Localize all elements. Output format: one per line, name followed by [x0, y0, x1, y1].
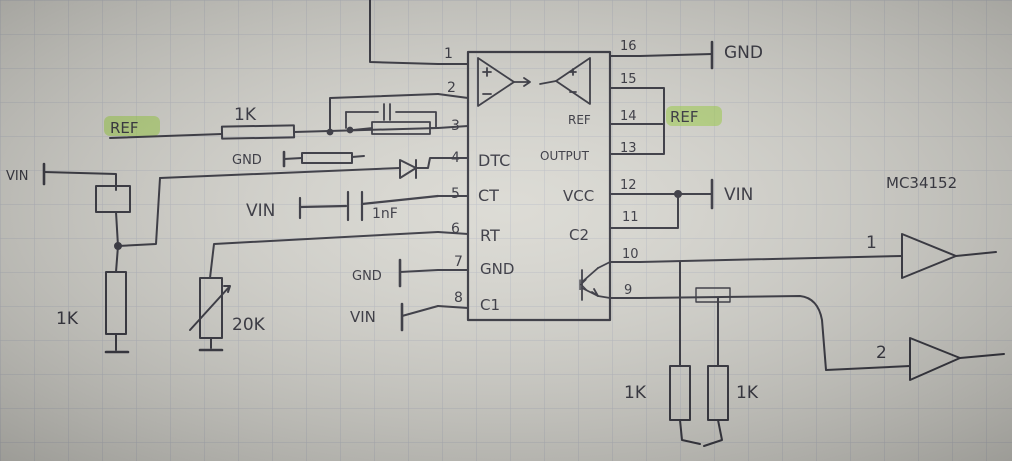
pin-8-name: C1	[480, 296, 500, 314]
gnd-top-label: GND	[724, 43, 763, 63]
pin-13-name: OUTPUT	[540, 149, 590, 163]
pin-10-number: 10	[622, 247, 639, 262]
cap-value: 1nF	[372, 206, 398, 222]
pin-6-name: RT	[480, 226, 500, 245]
pin-12-name: VCC	[563, 187, 594, 205]
vin-right-label: VIN	[724, 185, 753, 205]
pin-7-number: 7	[454, 254, 463, 270]
driver-part-label: MC34152	[886, 174, 957, 192]
res-left-value: 1K	[56, 309, 79, 329]
pin-1-number: 1	[444, 46, 453, 62]
ref-left-label: REF	[110, 119, 139, 137]
pin-15-number: 15	[620, 72, 637, 87]
pin-3-number: 3	[451, 118, 460, 134]
pin-14-name: REF	[568, 113, 591, 127]
pin-14-number: 14	[620, 109, 637, 124]
vin-left-label: VIN	[6, 169, 28, 184]
pin-16-number: 16	[620, 39, 637, 54]
vin-cap-label: VIN	[246, 201, 275, 221]
pin-6-number: 6	[451, 221, 460, 237]
pin-2-number: 2	[447, 80, 456, 96]
pin-12-number: 12	[620, 178, 637, 193]
transistor-label: K	[578, 278, 588, 294]
pin-11-number: 11	[622, 210, 639, 225]
gnd-pin4-label: GND	[232, 153, 262, 168]
gnd-pin7-label: GND	[352, 269, 382, 284]
pin-5-name: CT	[478, 186, 499, 205]
driver-1-label: 1	[866, 233, 877, 253]
res-bottom-a-value: 1K	[624, 383, 647, 403]
pin-7-name: GND	[480, 260, 514, 278]
pin-5-number: 5	[451, 186, 460, 202]
vin-pin8-label: VIN	[350, 308, 376, 326]
pin-13-number: 13	[620, 141, 637, 156]
pin-8-number: 8	[454, 290, 463, 306]
res-top-value: 1K	[234, 105, 257, 125]
res-bottom-b-value: 1K	[736, 383, 759, 403]
pin-9-number: 9	[624, 283, 632, 298]
pot-value: 20K	[232, 315, 266, 335]
pin-4-name: DTC	[478, 151, 510, 170]
pin-11-name: C2	[569, 226, 589, 244]
ref-right-label: REF	[670, 108, 699, 126]
pin-4-number: 4	[451, 150, 460, 166]
driver-2-label: 2	[876, 343, 887, 363]
